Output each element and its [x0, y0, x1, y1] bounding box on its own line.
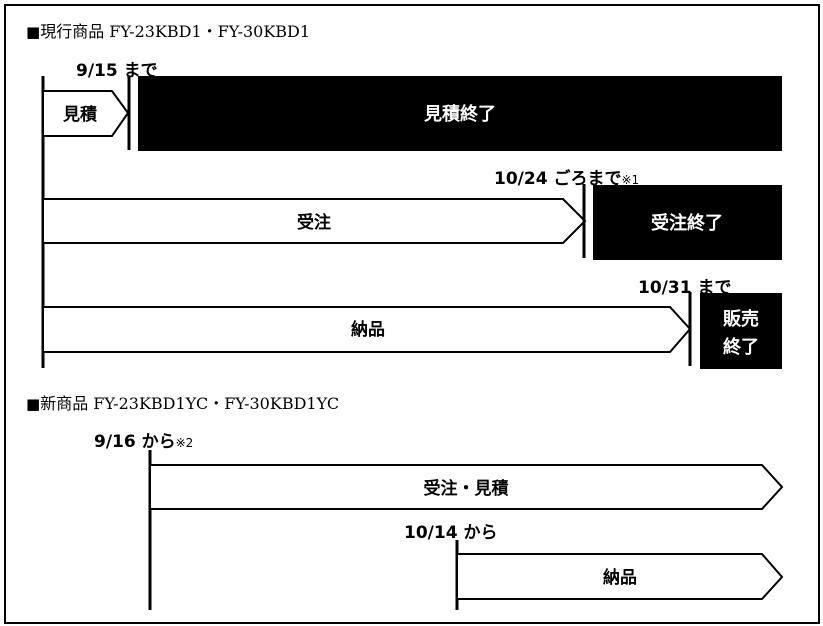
- sales-end-text-1: 販売: [723, 308, 759, 330]
- estimate-end-text: 見積終了: [423, 103, 496, 125]
- order-arrow: [42, 198, 587, 244]
- start-note: ※2: [175, 436, 194, 450]
- new-order-estimate-text: 受注・見積: [424, 478, 510, 499]
- sales-end-text-2: 終了: [723, 336, 759, 358]
- new-start-label: 9/16 から※2: [94, 432, 194, 452]
- order-end-box: [593, 185, 782, 260]
- new-delivery-arrow: [456, 553, 784, 600]
- new-order-estimate-arrow: [149, 464, 784, 510]
- new-delivery-text: 納品: [603, 567, 637, 588]
- estimate-deadline-label: 9/15 まで: [76, 61, 158, 81]
- new-product-heading: ■新商品 FY-23KBD1YC・FY-30KBD1YC: [26, 394, 340, 413]
- delivery-arrow: [42, 306, 692, 353]
- estimate-end-box: [138, 76, 782, 151]
- sales-end-box: [700, 293, 782, 369]
- estimate-arrow: [42, 90, 130, 137]
- frame: [4, 4, 820, 624]
- delivery-text: 納品: [351, 319, 385, 340]
- order-deadline-label: 10/24 ごろまで※1: [494, 169, 640, 189]
- new-delivery-start-label: 10/14 から: [404, 523, 498, 543]
- current-product-heading: ■現行商品 FY-23KBD1・FY-30KBD1: [26, 22, 311, 41]
- estimate-text: 見積: [62, 104, 98, 125]
- order-text: 受注: [297, 212, 331, 233]
- order-note: ※1: [621, 173, 640, 187]
- order-end-text: 受注終了: [651, 212, 723, 234]
